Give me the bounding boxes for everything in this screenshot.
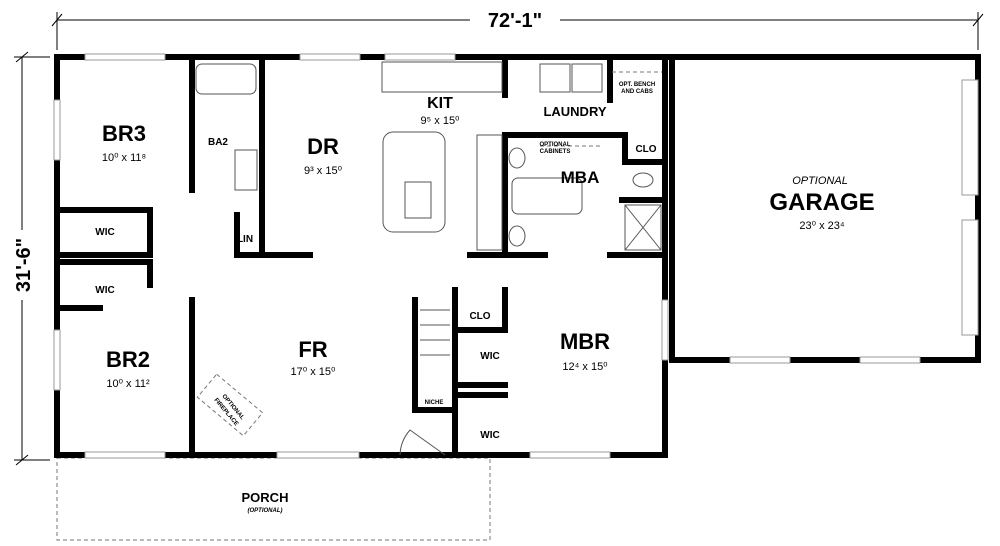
room-wic-mbr1-name: WIC: [480, 351, 499, 362]
porch-outline: [56, 457, 491, 541]
room-clo-hall-name: CLO: [469, 311, 490, 322]
width-label: 72'-1": [488, 10, 542, 32]
room-dr-name: DR: [307, 134, 339, 159]
room-kit-name: KIT: [427, 95, 453, 112]
room-dr-size: 9³ x 15⁰: [304, 165, 343, 177]
room-br3-size: 10⁰ x 11⁸: [102, 152, 146, 164]
interior-walls: [54, 54, 668, 458]
room-wic-mbr2-name: WIC: [480, 430, 499, 441]
front-door: [399, 429, 446, 456]
room-mbr-size: 12⁴ x 15⁰: [562, 361, 608, 373]
room-labels: BR3 10⁰ x 11⁸ BA2 DR 9³ x 15⁰ KIT 9⁵ x 1…: [95, 82, 874, 514]
room-wic-br2-name: WIC: [95, 285, 114, 296]
opt-bench-line1: OPT. BENCH: [619, 82, 655, 88]
room-garage-size: 23⁰ x 23⁴: [799, 220, 844, 232]
opt-bench-line2: AND CABS: [621, 89, 653, 95]
room-br3-name: BR3: [102, 121, 146, 146]
room-fr-size: 17⁰ x 15⁰: [291, 366, 336, 378]
room-mba-name: MBA: [561, 168, 600, 187]
kitchen-counter-side: [476, 134, 503, 251]
bathtub-ba2: [195, 63, 257, 95]
toilet-mba: [632, 172, 654, 188]
room-porch-name: PORCH: [242, 490, 289, 505]
room-wic-br3-name: WIC: [95, 227, 114, 238]
width-dimension: 72'-1": [51, 8, 984, 50]
optional-fireplace-outline: [196, 373, 264, 437]
room-br2-size: 10⁰ x 11²: [106, 378, 150, 390]
room-kit-size: 9⁵ x 15⁰: [421, 115, 461, 127]
room-lin-name: LIN: [237, 234, 253, 245]
washer: [539, 63, 571, 93]
toilet-ba2: [234, 149, 258, 191]
opt-cabinets-line1: OPTIONAL: [540, 142, 571, 148]
opt-cabinets-line2: CABINETS: [540, 149, 571, 155]
sink: [404, 181, 432, 219]
room-garage-prefix: OPTIONAL: [792, 175, 848, 187]
room-mbr-name: MBR: [560, 329, 610, 354]
dryer: [571, 63, 603, 93]
room-fr-name: FR: [298, 337, 327, 362]
room-laundry-name: LAUNDRY: [543, 104, 606, 119]
depth-dimension: 31'-6": [10, 51, 50, 466]
room-niche-name: NICHE: [425, 400, 444, 406]
kitchen-counter: [381, 61, 503, 93]
room-br2-name: BR2: [106, 347, 150, 372]
depth-label: 31'-6": [13, 238, 35, 292]
kitchen-island: [382, 131, 446, 233]
fixtures: [195, 61, 662, 456]
room-garage-name: GARAGE: [769, 189, 874, 216]
room-clo-mba-name: CLO: [635, 144, 656, 155]
shower: [624, 204, 662, 251]
sink-mba-2: [508, 225, 526, 247]
sink-mba-1: [508, 147, 526, 169]
bathtub-mba: [511, 177, 583, 215]
room-ba2-name: BA2: [208, 137, 228, 148]
windows: [53, 53, 979, 459]
room-porch-note: (OPTIONAL): [248, 508, 283, 514]
